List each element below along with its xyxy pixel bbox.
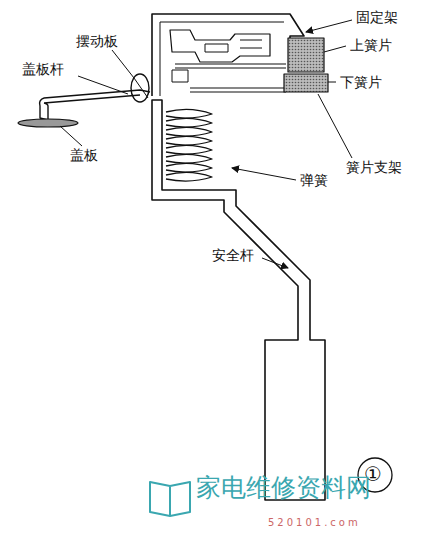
spring-coil	[166, 145, 212, 154]
part-label: 弹簧	[300, 173, 328, 188]
lower-reed	[190, 88, 286, 92]
spring-coil	[166, 127, 212, 136]
part-label: 上簧片	[350, 38, 392, 53]
spring-coil	[166, 118, 212, 127]
part-label: 固定架	[356, 10, 398, 25]
part-label: 盖板杆	[22, 62, 64, 77]
part-label: 安全杆	[212, 248, 254, 263]
spring-coil	[166, 136, 212, 145]
part-label: 盖板	[70, 148, 98, 163]
cover-lever	[40, 90, 151, 120]
spring-coil	[166, 109, 212, 118]
spring-coil	[166, 172, 212, 181]
watermark: 家电维修资料网	[196, 474, 371, 502]
cover-plate	[18, 119, 78, 127]
safety-rod	[152, 100, 325, 500]
upper-reed	[175, 64, 286, 68]
reed-bracket	[284, 74, 328, 92]
part-label: 摆动板	[76, 34, 118, 49]
spring-coil	[166, 163, 212, 172]
watermark: 520101.com	[268, 517, 361, 528]
fixed-frame	[152, 14, 304, 96]
part-label: 下簧片	[340, 75, 382, 90]
spring-coil	[166, 154, 212, 163]
part-label: 簧片支架	[346, 160, 402, 175]
spring	[166, 109, 212, 181]
